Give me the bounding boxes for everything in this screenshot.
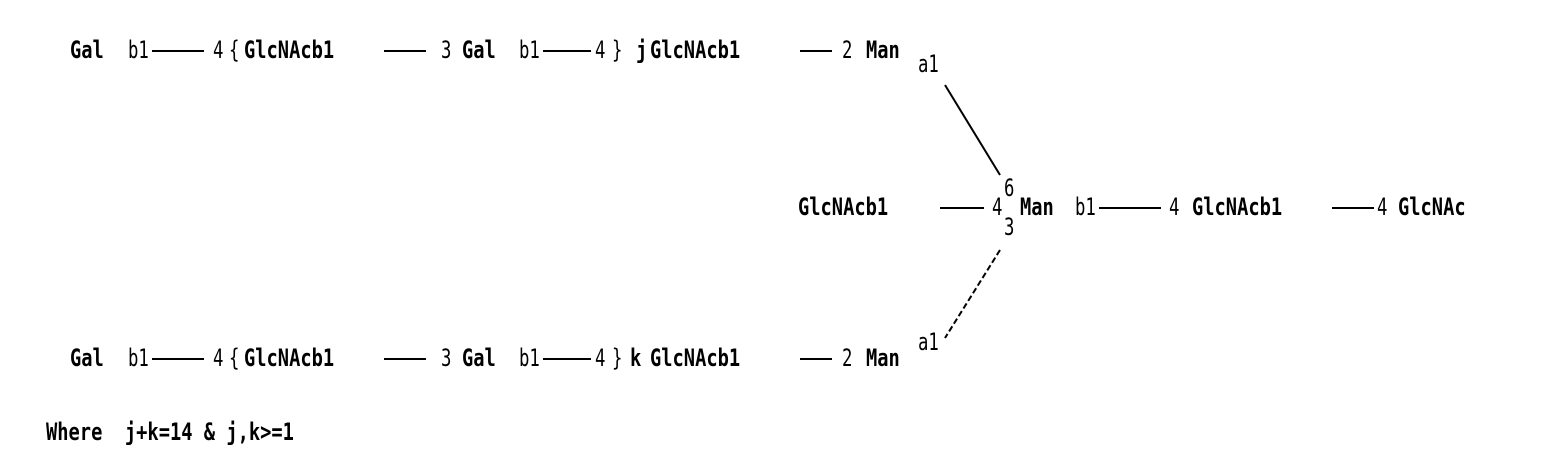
bond	[800, 358, 832, 360]
linkage-position: 4	[595, 346, 605, 370]
residue-man: Man	[866, 346, 900, 370]
residue-gal: Gal	[70, 346, 104, 370]
bond	[152, 50, 204, 52]
repeat-count-k: k	[630, 346, 641, 370]
residue-glcnac: GlcNAcb1	[244, 38, 334, 62]
linkage-position: 2	[842, 38, 852, 62]
linkage-b1: b1	[128, 38, 149, 62]
linkage-position: 4	[213, 38, 223, 62]
linkage-position: 4	[992, 195, 1002, 219]
linkage-position-3: 3	[1004, 215, 1014, 239]
residue-core-man: Man	[1020, 195, 1054, 219]
bond	[940, 207, 984, 209]
residue-glcnac: GlcNAcb1	[650, 346, 740, 370]
linkage-position: 4	[1169, 195, 1179, 219]
repeat-count-j: j	[636, 38, 647, 62]
linkage-position: 4	[213, 346, 223, 370]
anomer-a1: a1	[918, 52, 939, 76]
linkage-position: 3	[441, 38, 451, 62]
repeat-open-brace: {	[229, 346, 239, 370]
residue-glcnac: GlcNAcb1	[650, 38, 740, 62]
bond	[543, 358, 591, 360]
bond-upper-branch	[945, 85, 1000, 175]
anomer-a1: a1	[918, 330, 939, 354]
bond	[384, 358, 426, 360]
residue-bisecting-glcnac: GlcNAcb1	[798, 195, 888, 219]
residue-reducing-glcnac: GlcNAc	[1398, 195, 1466, 219]
linkage-position: 2	[842, 346, 852, 370]
repeat-close-brace: }	[612, 346, 622, 370]
bond	[1332, 207, 1374, 209]
linkage-b1: b1	[519, 38, 540, 62]
residue-glcnac: GlcNAcb1	[1192, 195, 1282, 219]
condition-text: Where j+k=14 & j,k>=1	[46, 420, 294, 444]
repeat-close-brace: }	[612, 38, 622, 62]
linkage-position-6: 6	[1004, 176, 1014, 200]
repeat-open-brace: {	[229, 38, 239, 62]
linkage-b1: b1	[1075, 195, 1096, 219]
bond	[800, 50, 832, 52]
bond	[543, 50, 591, 52]
linkage-position: 3	[441, 346, 451, 370]
residue-gal: Gal	[70, 38, 104, 62]
residue-gal: Gal	[462, 38, 496, 62]
linkage-b1: b1	[519, 346, 540, 370]
residue-glcnac: GlcNAcb1	[244, 346, 334, 370]
linkage-position: 4	[595, 38, 605, 62]
residue-gal: Gal	[462, 346, 496, 370]
bond	[384, 50, 426, 52]
bond-lower-branch	[945, 250, 1000, 338]
bond	[152, 358, 204, 360]
linkage-b1: b1	[128, 346, 149, 370]
bond	[1099, 207, 1161, 209]
linkage-position: 4	[1377, 195, 1387, 219]
residue-man: Man	[866, 38, 900, 62]
